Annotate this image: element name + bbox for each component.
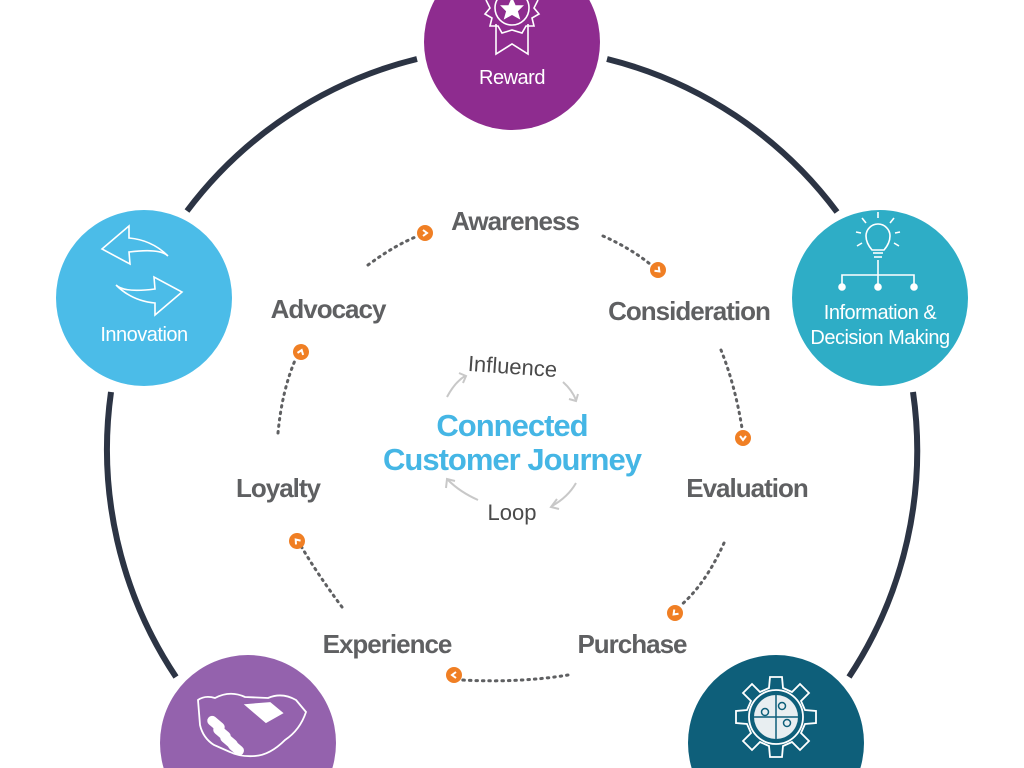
ring-arc-partnership-to-innovation bbox=[104, 391, 179, 679]
swap-arrows-icon bbox=[100, 224, 184, 317]
outer-ring bbox=[104, 56, 921, 679]
satellite-reward: Reward bbox=[424, 0, 600, 130]
satellite-information-label-line2: Decision Making bbox=[810, 327, 949, 349]
stage-consideration: Consideration bbox=[608, 296, 770, 326]
connector-evaluation-purchase bbox=[678, 541, 726, 608]
stage-loyalty: Loyalty bbox=[236, 473, 322, 503]
stage-experience: Experience bbox=[323, 629, 452, 659]
arrow-marker-icon bbox=[289, 533, 305, 549]
satellite-partnership bbox=[160, 655, 336, 768]
connector-awareness-consideration bbox=[601, 234, 652, 266]
satellite-innovation: Innovation bbox=[56, 210, 232, 386]
lightbulb-hierarchy-icon bbox=[838, 212, 918, 291]
stage-awareness: Awareness bbox=[451, 206, 579, 236]
connector-experience-loyalty bbox=[299, 544, 344, 609]
gear-puzzle-icon bbox=[735, 676, 817, 758]
connector-loyalty-advocacy bbox=[276, 356, 298, 435]
satellite-reward-circle bbox=[424, 0, 600, 130]
stage-labels: Awareness Consideration Evaluation Purch… bbox=[236, 206, 809, 659]
arrow-marker-icon bbox=[667, 605, 683, 621]
arrow-marker-icon bbox=[417, 225, 433, 241]
award-ribbon-icon bbox=[483, 0, 541, 56]
loop-arrow-top-right-icon bbox=[562, 381, 577, 401]
connector-consideration-evaluation bbox=[719, 348, 744, 430]
loop-arrow-top-left-icon bbox=[446, 375, 466, 398]
satellite-innovation-label: Innovation bbox=[100, 324, 187, 346]
stage-purchase: Purchase bbox=[577, 629, 687, 659]
ring-arc-reward-to-info bbox=[606, 56, 840, 214]
satellite-reward-label: Reward bbox=[479, 67, 545, 89]
handshake-icon bbox=[197, 692, 308, 758]
satellite-information-circle bbox=[792, 210, 968, 386]
center-title-line2: Customer Journey bbox=[383, 442, 643, 477]
arrow-marker-icon bbox=[735, 430, 751, 446]
arrow-marker-icon bbox=[650, 262, 666, 278]
satellite-partnership-circle bbox=[160, 655, 336, 768]
stage-evaluation: Evaluation bbox=[686, 473, 808, 503]
arrow-marker-icon bbox=[293, 344, 309, 360]
stage-connectors bbox=[276, 234, 744, 683]
loop-label-loop: Loop bbox=[488, 500, 537, 525]
arrow-markers bbox=[289, 225, 751, 683]
loop-label-influence: Influence bbox=[467, 351, 558, 382]
center-title-line1: Connected bbox=[436, 408, 587, 443]
ring-arc-innovation-to-reward bbox=[184, 56, 418, 213]
stage-advocacy: Advocacy bbox=[271, 294, 387, 324]
arrow-marker-icon bbox=[446, 667, 462, 683]
satellite-integration bbox=[688, 655, 864, 768]
connector-advocacy-awareness bbox=[366, 234, 420, 267]
loop-arrow-bottom-left-icon bbox=[447, 479, 479, 501]
loop-arrow-bottom-right-icon bbox=[551, 482, 577, 507]
ring-arc-info-to-integration bbox=[846, 391, 921, 679]
satellite-information-label-line1: Information & bbox=[824, 302, 938, 324]
loop-arrows bbox=[445, 372, 579, 510]
satellite-information: Information & Decision Making bbox=[792, 210, 968, 386]
satellite-innovation-circle bbox=[56, 210, 232, 386]
center-loop: Influence Connected Customer Journey Loo… bbox=[383, 351, 644, 525]
connector-purchase-experience bbox=[460, 673, 570, 683]
